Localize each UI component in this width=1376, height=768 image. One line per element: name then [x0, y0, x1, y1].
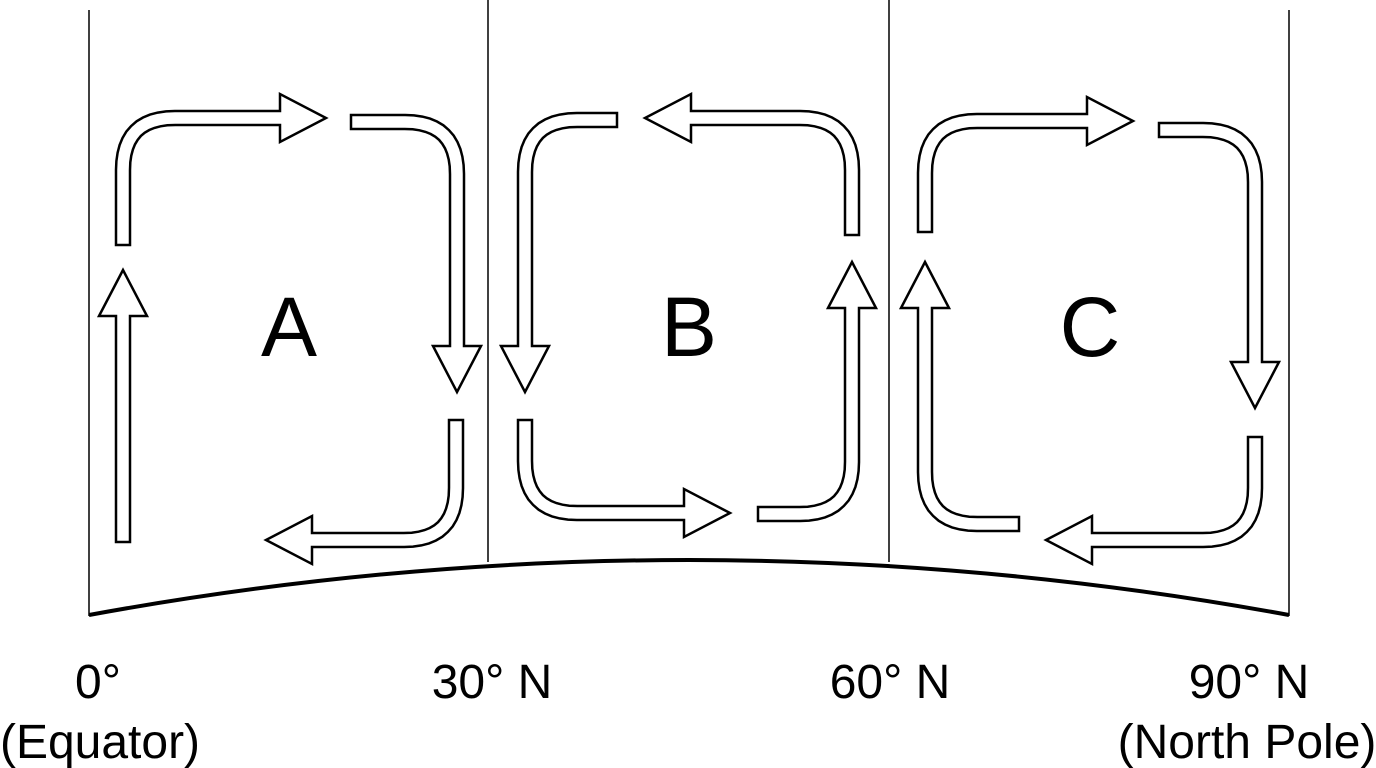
- cell-a-right-down-arrow: [349, 113, 484, 395]
- cell-b-right-up-arrow: [756, 259, 879, 523]
- cell-b-left-down-arrow: [498, 111, 619, 395]
- latitude-sublabel-equator: (Equator): [0, 716, 200, 768]
- latitude-label-equator: 0°: [75, 656, 121, 709]
- cell-a-left-up-arrow: [96, 267, 150, 544]
- cell-label-c: C: [1060, 280, 1121, 374]
- cell-label-b: B: [661, 280, 717, 374]
- cell-a-bottom-left-arrow: [263, 418, 465, 567]
- circulation-arrows: [96, 91, 1282, 567]
- cell-b-top-left-arrow: [642, 91, 861, 237]
- cell-c-left-up-arrow: [898, 259, 1021, 533]
- cell-b-bottom-right-arrow: [516, 418, 733, 540]
- cell-c-top-right-arrow: [916, 94, 1136, 234]
- latitude-label-30n: 30° N: [432, 656, 553, 709]
- latitude-label-90n: 90° N: [1189, 656, 1310, 709]
- cell-a-top-right-arrow: [114, 91, 329, 247]
- earth-surface-curve: [88, 558, 1290, 617]
- cell-c-bottom-left-arrow: [1043, 435, 1264, 567]
- cell-label-a: A: [261, 280, 317, 374]
- latitude-sublabel-north-pole: (North Pole): [1118, 716, 1376, 768]
- latitude-label-60n: 60° N: [830, 656, 951, 709]
- cell-c-right-down-arrow: [1157, 121, 1282, 411]
